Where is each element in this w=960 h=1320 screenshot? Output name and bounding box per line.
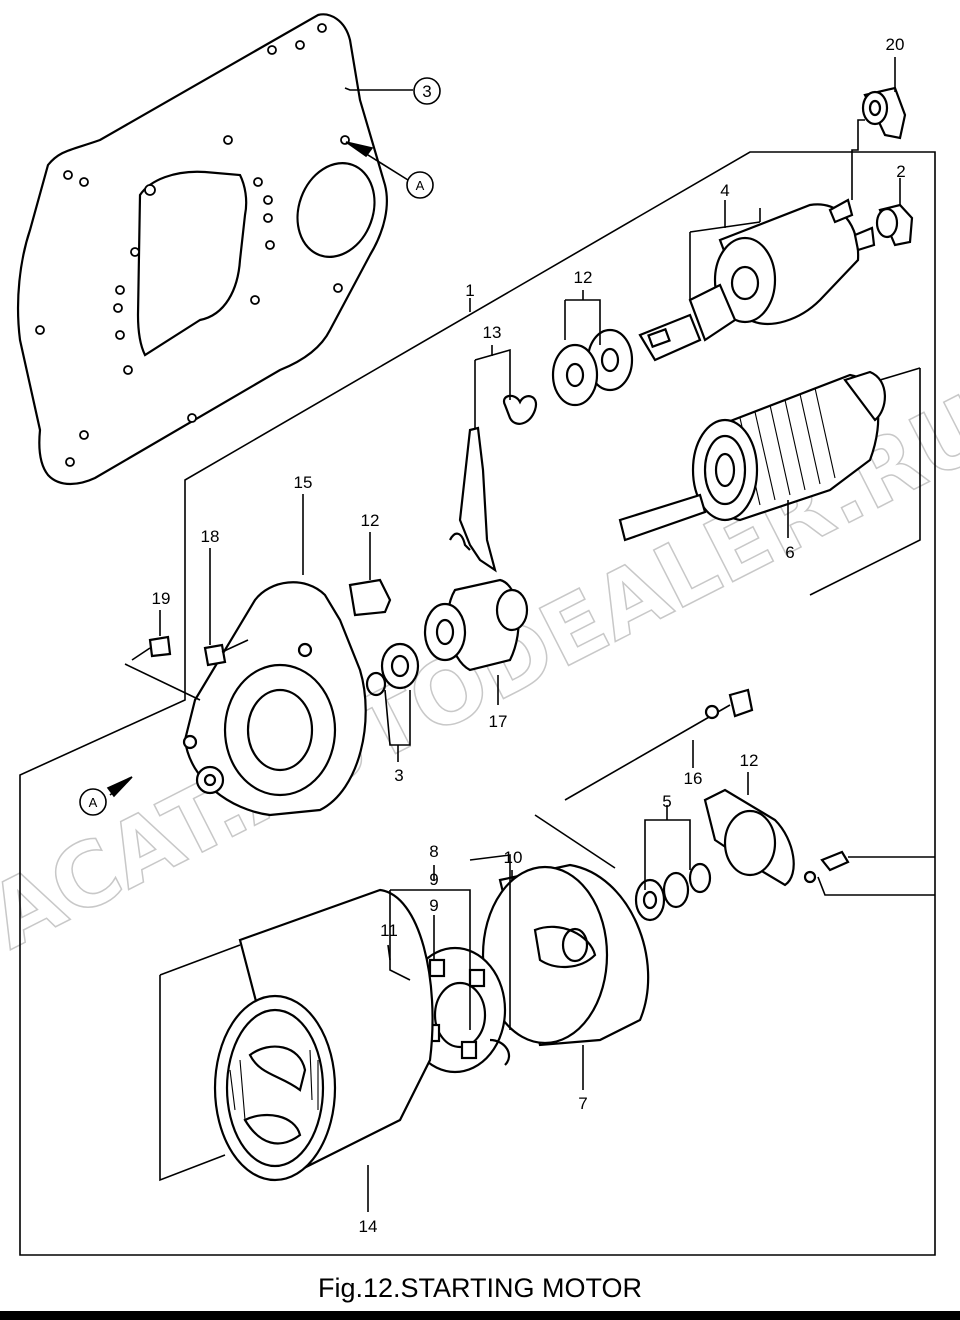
gasket-plate xyxy=(16,13,388,486)
callout-5: 5 xyxy=(662,792,671,811)
callout-13: 13 xyxy=(483,323,502,342)
flange-bolt xyxy=(131,635,172,661)
svg-text:A: A xyxy=(416,178,425,193)
leader-lines xyxy=(106,57,935,1212)
armature xyxy=(618,370,886,542)
dust-cover-seal xyxy=(348,578,392,617)
drive-housing xyxy=(182,581,367,817)
callout-1: 1 xyxy=(465,281,474,300)
yoke-field-coil xyxy=(213,888,434,1182)
callout-7: 7 xyxy=(578,1094,587,1113)
ref-marker-a-lower: A xyxy=(79,788,107,816)
upper-washer-pair xyxy=(551,328,634,407)
callout-11: 11 xyxy=(380,921,398,940)
solenoid-switch xyxy=(638,198,876,362)
callout-6: 6 xyxy=(785,543,794,562)
callout-circle-3: 3 xyxy=(413,77,441,105)
terminal-boot xyxy=(861,86,907,140)
callout-2: 2 xyxy=(896,162,905,181)
pinion-clutch xyxy=(365,578,529,697)
figure-caption: Fig.12.STARTING MOTOR xyxy=(317,1273,643,1303)
rear-cover-plate xyxy=(703,788,795,887)
callout-12-upper: 12 xyxy=(574,268,593,287)
callout-16: 16 xyxy=(684,769,703,788)
callout-9-upper: 9 xyxy=(429,870,438,889)
callout-20: 20 xyxy=(886,35,905,54)
callout-3-lower: 3 xyxy=(394,766,403,785)
callout-17: 17 xyxy=(489,712,508,731)
terminal-cap xyxy=(875,203,914,247)
callout-14: 14 xyxy=(359,1217,378,1236)
assembly-boundary-line xyxy=(19,151,936,1256)
through-bolt xyxy=(564,688,754,801)
svg-text:3: 3 xyxy=(422,82,431,101)
ref-marker-a-upper: A xyxy=(406,171,434,199)
callout-10: 10 xyxy=(504,848,523,867)
housing-bolt xyxy=(203,639,249,667)
svg-text:A: A xyxy=(89,795,98,810)
callout-9-lower: 9 xyxy=(429,896,438,915)
callout-12-mid: 12 xyxy=(361,511,380,530)
shift-lever xyxy=(449,394,538,573)
cover-screw xyxy=(803,850,850,884)
callout-15: 15 xyxy=(294,473,313,492)
callout-4: 4 xyxy=(720,181,729,200)
callout-18: 18 xyxy=(201,527,220,546)
callout-12-lower: 12 xyxy=(740,751,759,770)
thrust-washer-set xyxy=(634,862,712,922)
callout-19: 19 xyxy=(152,589,171,608)
bottom-border-bar xyxy=(0,1311,960,1320)
rear-end-frame xyxy=(481,863,650,1047)
callout-8: 8 xyxy=(429,842,438,861)
